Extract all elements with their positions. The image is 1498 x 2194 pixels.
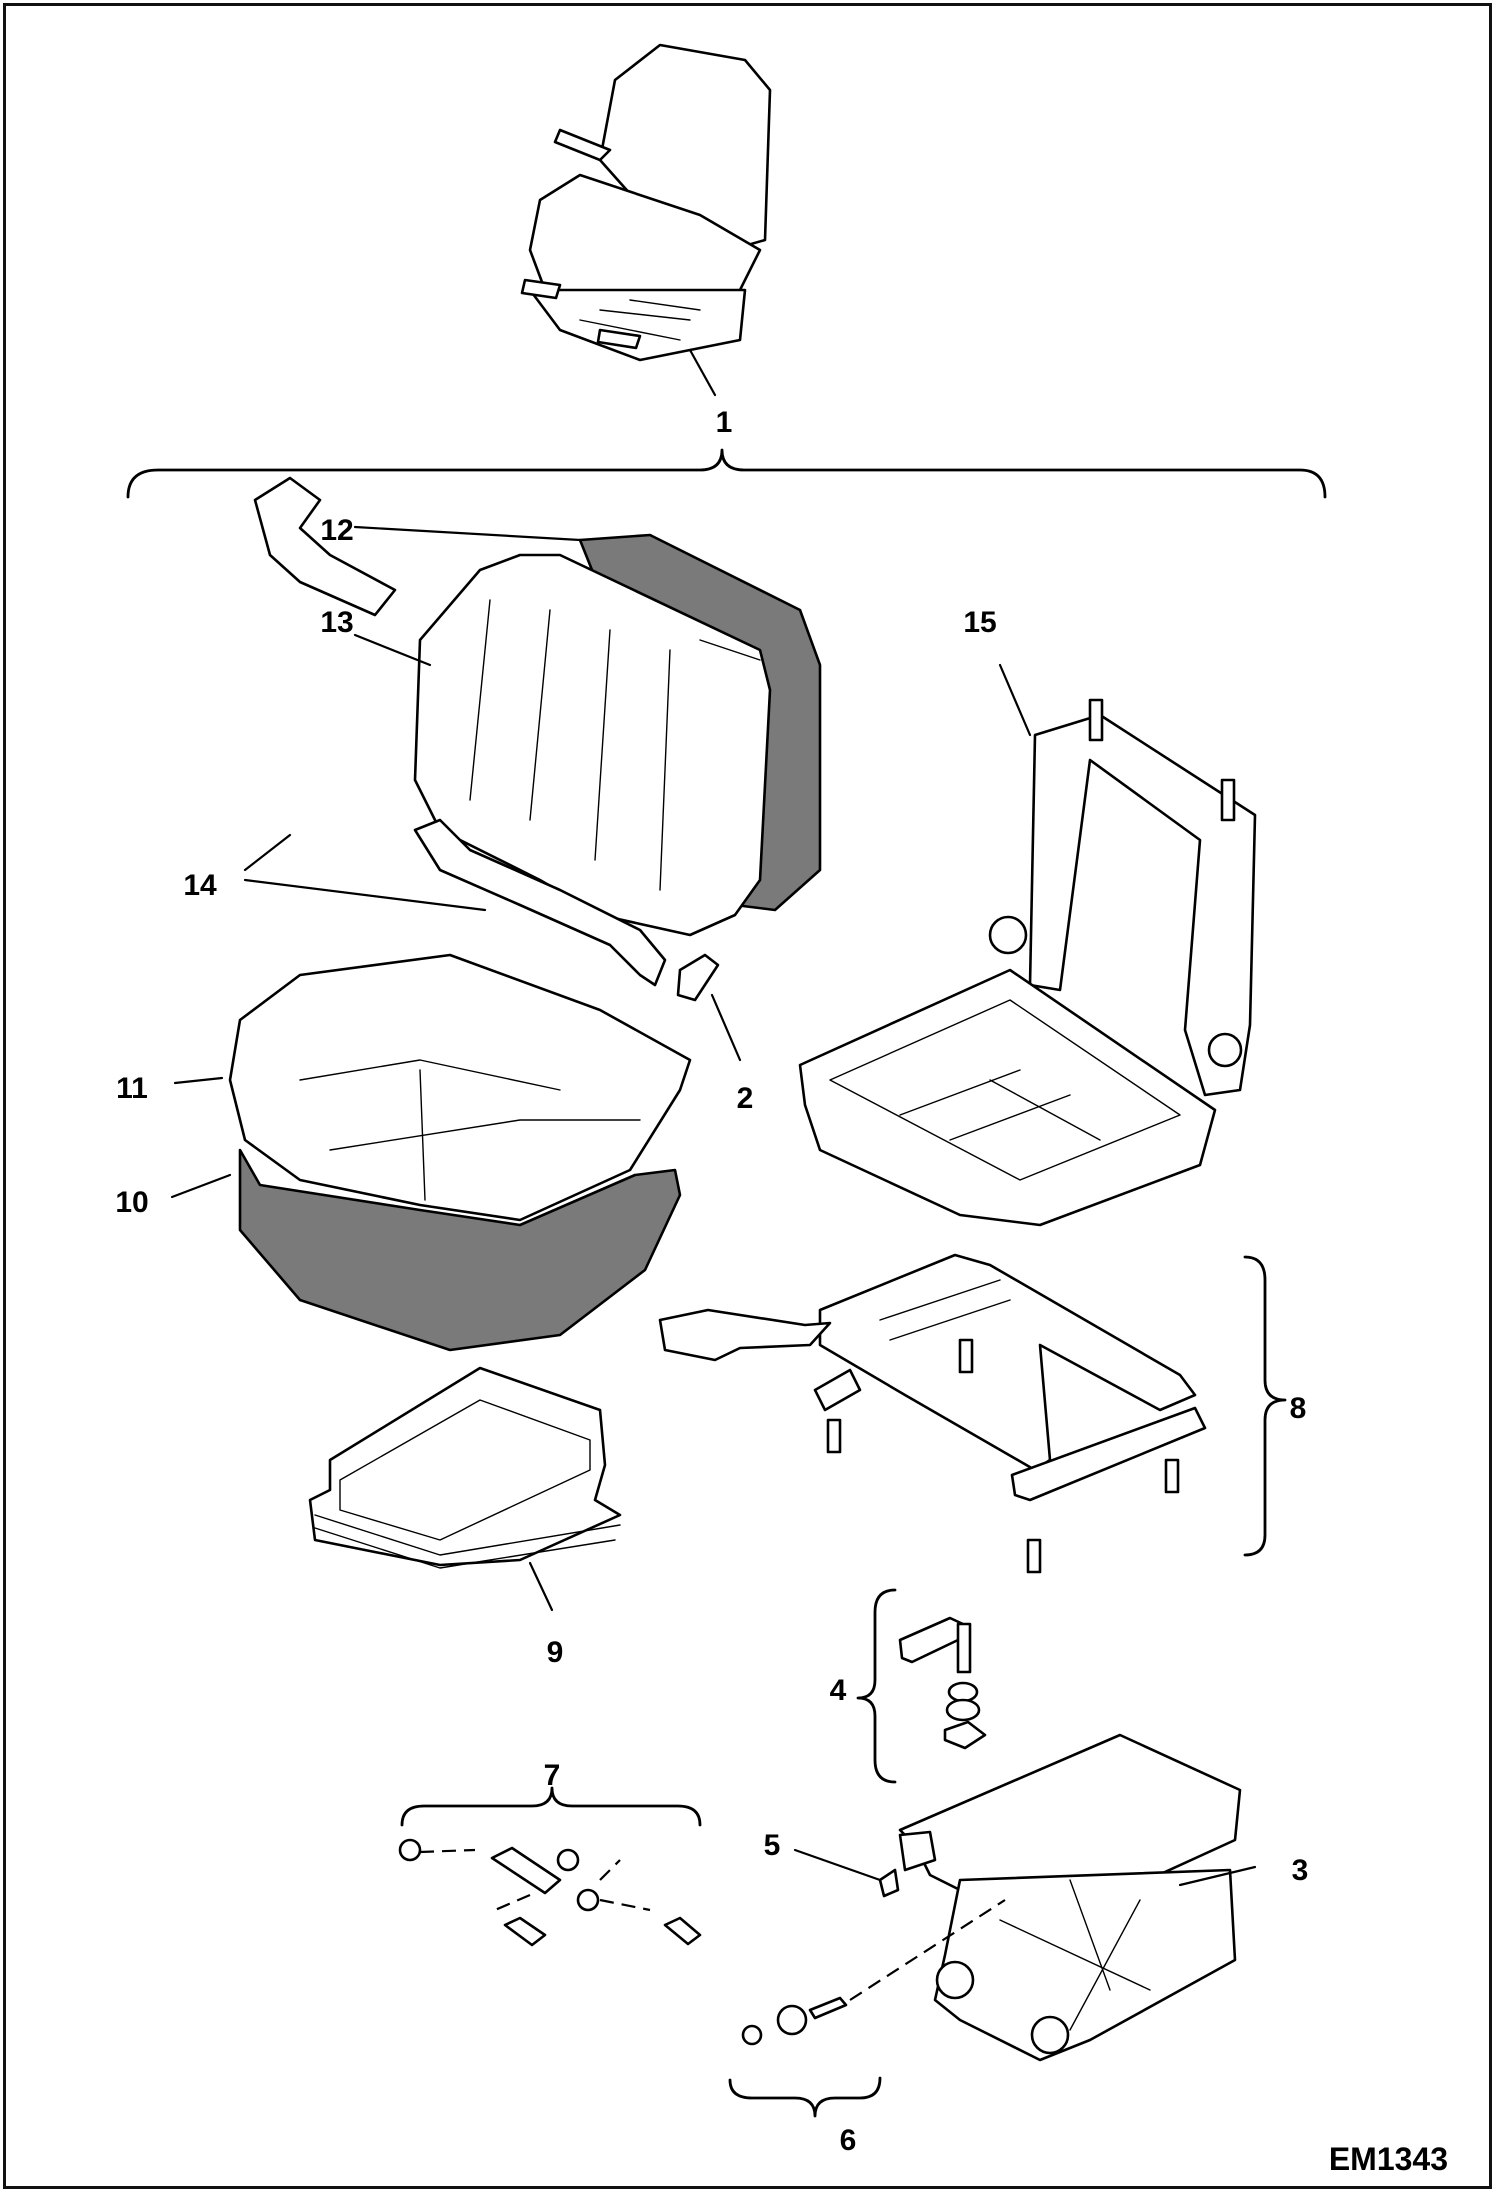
seat-belt-14: [253, 476, 667, 987]
callout-7: 7: [544, 1759, 561, 1792]
callout-8: 8: [1290, 1392, 1307, 1425]
seat-foam-10: [238, 1148, 682, 1352]
callout-2: 2: [737, 1082, 754, 1115]
callout-14: 14: [183, 869, 217, 902]
callout-4: 4: [830, 1674, 847, 1707]
clip-5: [878, 1868, 900, 1898]
base-pan-9: [308, 1366, 622, 1569]
hardware-kit-7: [398, 1838, 702, 1947]
slide-rails-8: [658, 1253, 1207, 1574]
seat-cushion-11: [228, 953, 692, 1222]
diagram-frame: [3, 3, 1492, 2189]
callout-6: 6: [840, 2124, 857, 2157]
lever-kit-4: [898, 1616, 987, 1750]
callout-5: 5: [764, 1829, 781, 1862]
handle-2: [676, 953, 720, 1002]
callout-10: 10: [115, 1186, 148, 1219]
callout-labels: 1 2 3 4 5 6 7 8 9 10 11 12 13 14 15 EM13…: [115, 406, 1448, 2177]
suspension-3: [898, 1733, 1242, 2062]
callout-12: 12: [320, 514, 353, 547]
braces: [126, 448, 1327, 2118]
leader-lines: [170, 348, 1257, 1887]
callout-15: 15: [963, 606, 996, 639]
figure-code: EM1343: [1329, 2141, 1448, 2177]
callout-9: 9: [547, 1636, 564, 1669]
callout-13: 13: [320, 606, 353, 639]
callout-11: 11: [116, 1072, 148, 1105]
callout-1: 1: [716, 406, 733, 439]
seat-frame-15: [798, 698, 1257, 1227]
hardware-kit-6: [741, 1899, 1006, 2046]
assembled-seat: [520, 43, 772, 362]
callout-3: 3: [1292, 1854, 1309, 1887]
